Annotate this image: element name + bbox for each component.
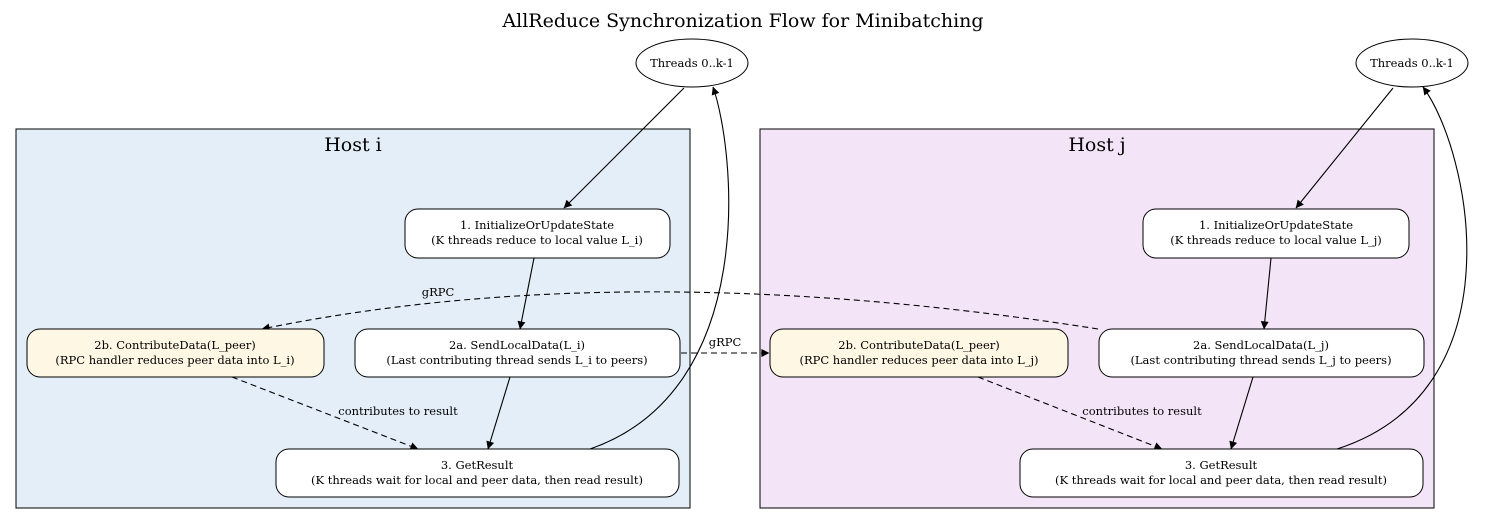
edge-result-i-to-threads-i (589, 86, 730, 450)
edge-threads-j-to-init-j (1295, 87, 1394, 209)
edge-send-i-to-result-i (486, 376, 511, 450)
step2a-title-i: 2a. SendLocalData(L_i) (449, 338, 585, 352)
step2a-box-i (354, 328, 681, 378)
step2b-box-i (26, 328, 325, 378)
threads-node-i: Threads 0..k-1 (635, 38, 749, 88)
step2b-node-i: 2b. ContributeData(L_peer) (RPC handler … (26, 328, 325, 378)
step1-title-j: 1. InitializeOrUpdateState (1199, 218, 1353, 232)
host-j-edges (977, 86, 1468, 450)
edge-init-i-to-send-i (517, 257, 535, 330)
edge-send-j-to-contribute-i (261, 291, 1099, 332)
contributes-label-i: contributes to result (338, 404, 458, 418)
step2b-title-j: 2b. ContributeData(L_peer) (838, 338, 1000, 352)
step2b-desc-j: (RPC handler reduces peer data into L_j) (799, 353, 1038, 367)
step2a-node-j: 2a. SendLocalData(L_j) (Last contributin… (1098, 328, 1425, 378)
threads-node-j: Threads 0..k-1 (1355, 38, 1469, 88)
host-i-cluster: Host i (15, 128, 691, 509)
edge-contribute-i-to-result-i (231, 376, 419, 450)
threads-ellipse-i (635, 38, 749, 88)
threads-ellipse-j (1355, 38, 1469, 88)
step2b-box-j (769, 328, 1069, 378)
step2b-desc-i: (RPC handler reduces peer data into L_i) (55, 353, 294, 367)
threads-label-j: Threads 0..k-1 (1370, 56, 1454, 70)
host-j-box (759, 128, 1435, 509)
step1-node-i: 1. InitializeOrUpdateState (K threads re… (404, 208, 671, 259)
step2a-box-j (1098, 328, 1425, 378)
step1-node-j: 1. InitializeOrUpdateState (K threads re… (1142, 208, 1410, 259)
step2b-title-i: 2b. ContributeData(L_peer) (94, 338, 256, 352)
grpc-label-i-to-j: gRPC (709, 335, 742, 349)
step1-box-i (404, 208, 671, 259)
threads-label-i: Threads 0..k-1 (650, 56, 734, 70)
contributes-label-j: contributes to result (1082, 404, 1202, 418)
step2a-node-i: 2a. SendLocalData(L_i) (Last contributin… (354, 328, 681, 378)
step3-box-j (1019, 448, 1424, 498)
step2b-node-j: 2b. ContributeData(L_peer) (RPC handler … (769, 328, 1069, 378)
step1-title-i: 1. InitializeOrUpdateState (460, 218, 614, 232)
host-i-box (15, 128, 691, 509)
step3-node-i: 3. GetResult (K threads wait for local a… (275, 448, 680, 498)
grpc-label-j-to-i: gRPC (422, 285, 455, 299)
step1-box-j (1142, 208, 1410, 259)
cross-host-edges (261, 291, 1099, 357)
step2a-desc-i: (Last contributing thread sends L_i to p… (386, 353, 647, 367)
step1-desc-j: (K threads reduce to local value L_j) (1170, 233, 1382, 247)
edge-threads-i-to-init-i (563, 87, 685, 209)
host-i-edges (231, 86, 730, 450)
step3-desc-i: (K threads wait for local and peer data,… (311, 473, 643, 487)
edge-send-j-to-result-j (1229, 376, 1254, 450)
edge-init-j-to-send-j (1260, 257, 1272, 330)
edge-result-j-to-threads-j (1336, 86, 1468, 450)
host-i-label: Host i (324, 134, 382, 156)
step3-title-i: 3. GetResult (441, 458, 514, 472)
host-j-cluster: Host j (759, 128, 1435, 509)
step3-node-j: 3. GetResult (K threads wait for local a… (1019, 448, 1424, 498)
diagram-title: AllReduce Synchronization Flow for Minib… (501, 10, 983, 32)
step2a-title-j: 2a. SendLocalData(L_j) (1193, 338, 1329, 352)
step1-desc-i: (K threads reduce to local value L_i) (431, 233, 643, 247)
host-j-label: Host j (1068, 134, 1125, 156)
step3-box-i (275, 448, 680, 498)
step3-desc-j: (K threads wait for local and peer data,… (1055, 473, 1387, 487)
edge-contribute-j-to-result-j (977, 376, 1163, 450)
step2a-desc-j: (Last contributing thread sends L_j to p… (1130, 353, 1391, 367)
step3-title-j: 3. GetResult (1185, 458, 1258, 472)
